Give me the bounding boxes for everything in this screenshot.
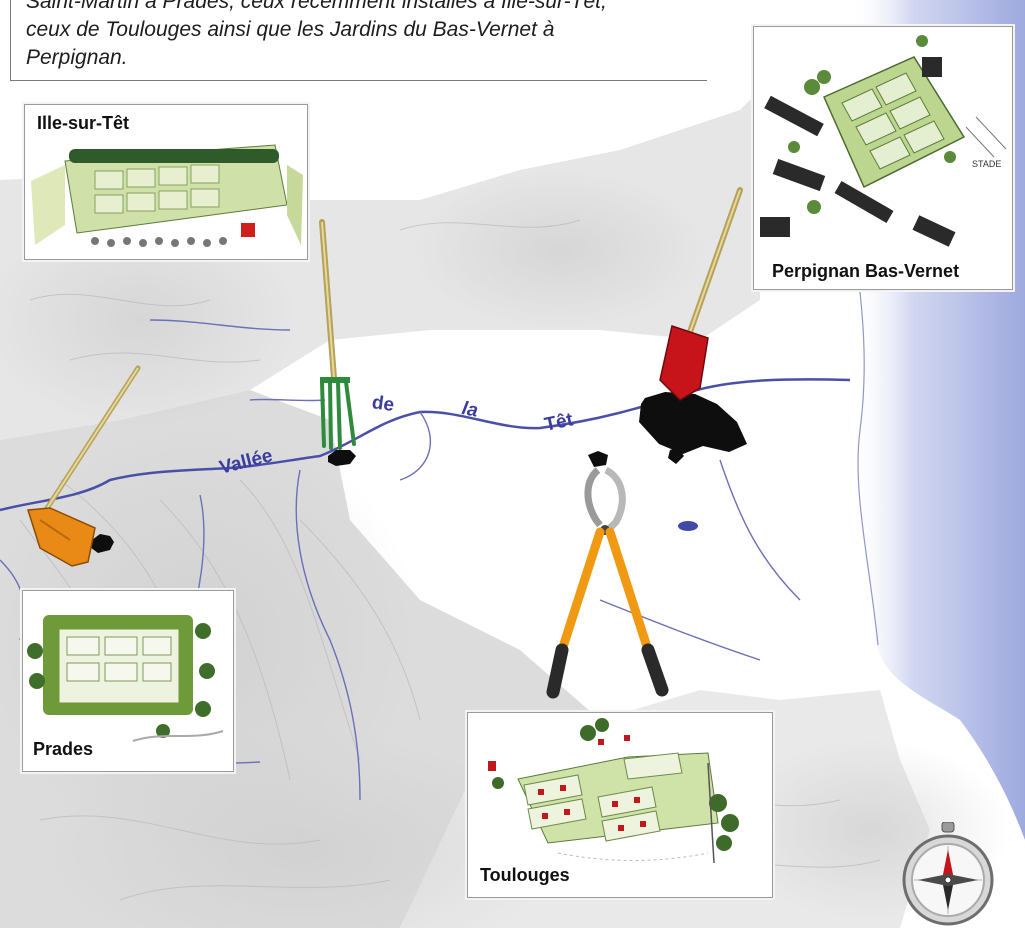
caption-bottom-rule bbox=[10, 80, 707, 81]
caption-left-rule bbox=[10, 0, 11, 81]
river-label-de: de bbox=[370, 392, 396, 416]
sketch-label-stade: STADE bbox=[972, 159, 1001, 169]
lagoon bbox=[678, 521, 698, 531]
place-label-prades: Prades bbox=[33, 739, 94, 759]
place-label-ille-sur-tet: Ille-sur-Têt bbox=[37, 113, 130, 133]
town-markers bbox=[90, 392, 747, 553]
inset-perpignan: STADE Perpignan Bas-Vernet bbox=[753, 26, 1013, 290]
caption-text: Saint-Martin à Prades, ceux récemment in… bbox=[26, 0, 716, 72]
inset-ille-sur-tet: Ille-sur-Têt bbox=[24, 104, 308, 260]
inset-toulouges: Toulouges bbox=[467, 712, 773, 898]
inset-prades: Prades bbox=[22, 590, 234, 772]
garden-sketch-perpignan: STADE bbox=[760, 35, 1007, 247]
garden-sketch-ille bbox=[31, 144, 303, 247]
place-label-perpignan: Perpignan Bas-Vernet bbox=[772, 261, 960, 281]
garden-sketch-prades bbox=[27, 615, 224, 742]
compass-icon bbox=[902, 822, 994, 926]
garden-sketch-toulouges bbox=[488, 718, 739, 864]
caption-line: Saint-Martin à Prades, ceux récemment in… bbox=[26, 0, 607, 13]
caption-line: ceux de Toulouges ainsi que les Jardins … bbox=[26, 18, 555, 41]
place-label-toulouges: Toulouges bbox=[480, 865, 570, 885]
caption-line: Perpignan. bbox=[26, 46, 128, 69]
